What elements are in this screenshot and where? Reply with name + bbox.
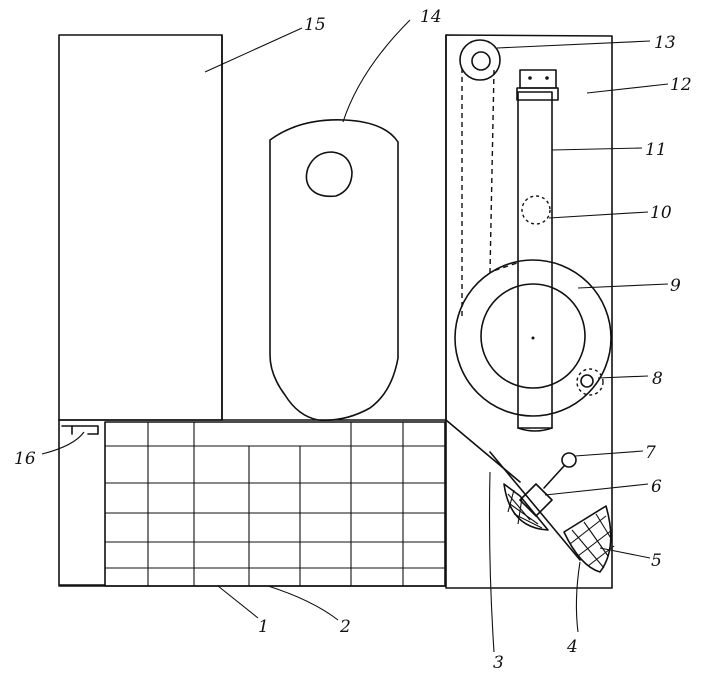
- rod-top-bracket: [519, 69, 557, 89]
- label-8: 8: [652, 369, 663, 389]
- funnel-upper: [445, 419, 521, 483]
- shield-hole: [305, 151, 353, 198]
- left-cabinet: [58, 34, 223, 421]
- mesh-basket-5: [563, 505, 615, 573]
- label-11: 11: [645, 140, 667, 160]
- label-16: 16: [14, 449, 36, 469]
- vertical-rod: [517, 91, 553, 429]
- funnel-lower: [489, 451, 581, 561]
- label-6: 6: [651, 477, 662, 497]
- rod-bottom-cap: [517, 427, 553, 432]
- pulley-inner: [471, 51, 491, 71]
- label-2: 2: [339, 617, 351, 637]
- wheel-hub-dot: [531, 336, 535, 340]
- label-5: 5: [651, 551, 662, 571]
- pulley-outer: [459, 39, 501, 81]
- wheel-inner: [480, 283, 586, 389]
- left-base: [58, 419, 106, 586]
- right-housing: [445, 34, 613, 589]
- label-15: 15: [304, 15, 326, 35]
- label-3: 3: [493, 653, 504, 673]
- label-7: 7: [645, 443, 656, 463]
- dotted-circle-10: [521, 195, 551, 225]
- mesh-basket-left: [503, 483, 549, 531]
- ball-stick: [543, 465, 565, 489]
- leader-lines: [41, 19, 669, 653]
- rod-top-clip: [516, 87, 559, 101]
- label-10: 10: [650, 203, 672, 223]
- ball-7: [561, 452, 577, 468]
- label-12: 12: [670, 75, 692, 95]
- bracket-hole-b: [545, 76, 549, 80]
- small-circle-8: [580, 374, 594, 388]
- label-9: 9: [670, 276, 681, 296]
- label-14: 14: [420, 7, 442, 27]
- belt-right: [489, 69, 521, 273]
- shield-plate-14: [269, 119, 399, 422]
- block-6: [519, 483, 553, 517]
- label-13: 13: [654, 33, 676, 53]
- wheel-outer: [454, 259, 612, 417]
- label-1: 1: [258, 617, 269, 637]
- bracket-16: [61, 425, 99, 435]
- bracket-hole-a: [528, 76, 532, 80]
- label-4: 4: [566, 637, 578, 657]
- dotted-circle-8: [576, 368, 604, 396]
- grid-panel: [104, 421, 446, 587]
